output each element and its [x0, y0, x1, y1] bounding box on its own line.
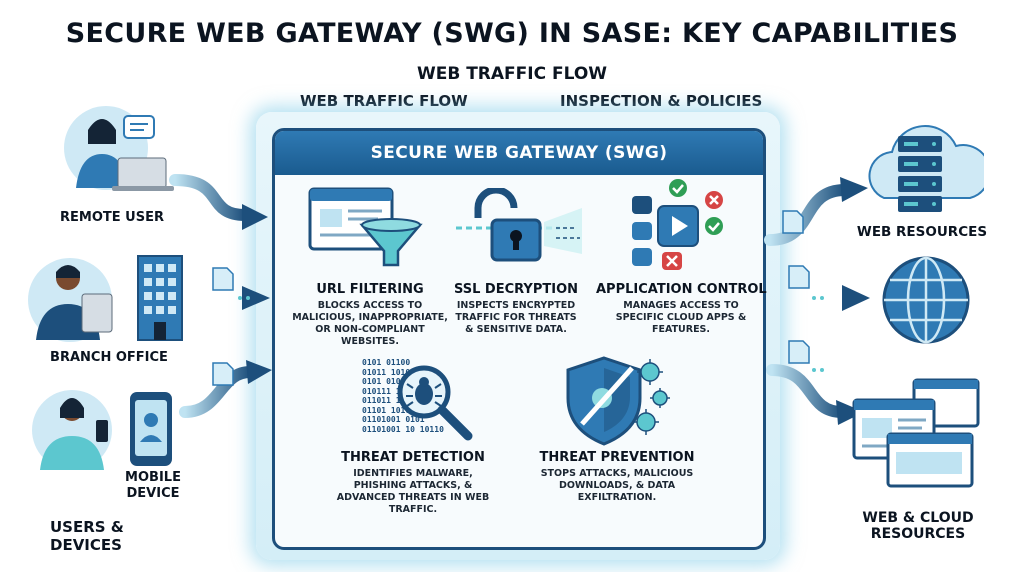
cap-title-ssl-decryption: SSL DECRYPTION — [453, 282, 579, 297]
web-resources-label: WEB RESOURCES — [856, 224, 988, 240]
binary-line: 01101001 0101 — [362, 415, 425, 424]
swg-panel-title: SECURE WEB GATEWAY (SWG) — [275, 131, 763, 175]
arrow-web-resources — [764, 184, 851, 246]
flow-label-inspection: INSPECTION & POLICIES — [560, 92, 763, 110]
flow-label-traffic: WEB TRAFFIC FLOW — [300, 92, 468, 110]
arrow-head-5 — [842, 285, 870, 311]
url-filter-icon — [308, 187, 423, 267]
remote-user-label: REMOTE USER — [60, 210, 164, 225]
arrow-head-3 — [246, 360, 272, 384]
globe-icon — [882, 256, 970, 344]
cap-title-url-filtering: URL FILTERING — [316, 282, 424, 297]
mobile-device-label: MOBILE DEVICE — [125, 470, 181, 501]
cap-title-threat-detection: THREAT DETECTION — [341, 450, 485, 465]
cap-title-threat-prevention: THREAT PREVENTION — [539, 450, 695, 465]
binary-line: 01101001 10 10110 — [362, 424, 444, 434]
cap-desc-threat-prevention: STOPS ATTACKS, MALICIOUS DOWNLOADS, & DA… — [540, 468, 694, 503]
cap-desc-application-control: MANAGES ACCESS TO SPECIFIC CLOUD APPS & … — [615, 300, 747, 335]
cap-title-application-control: APPLICATION CONTROL — [596, 282, 767, 297]
web-server-cloud-icon — [868, 125, 984, 212]
magnifier-bug-icon — [397, 365, 473, 441]
users-devices-label: USERS & DEVICES — [50, 518, 124, 554]
binary-line: 01101 10101 — [362, 405, 415, 415]
branch-office-icon — [28, 255, 183, 342]
packet-icon — [212, 210, 810, 386]
remote-user-icon — [64, 106, 174, 191]
arrow-mobile-device — [179, 366, 256, 418]
ssl-lock-icon — [456, 188, 582, 262]
shield-virus-icon — [566, 356, 670, 446]
cap-desc-threat-detection: IDENTIFIES MALWARE, PHISHING ATTACKS, & … — [336, 468, 490, 515]
binary-line: 010111 10101 — [362, 386, 420, 396]
binary-stream: 0101 01100 01011 1010001 0101 010001 010… — [362, 358, 486, 438]
arrow-head-4 — [840, 177, 868, 202]
browser-windows-icon — [852, 378, 980, 488]
branch-office-label: BRANCH OFFICE — [50, 350, 168, 365]
cap-desc-ssl-decryption: INSPECTS ENCRYPTED TRAFFIC FOR THREATS &… — [455, 300, 577, 335]
cap-desc-url-filtering: BLOCKS ACCESS TO MALICIOUS, INAPPROPRIAT… — [292, 300, 448, 347]
mobile-user-icon — [32, 390, 172, 470]
page-title: SECURE WEB GATEWAY (SWG) IN SASE: KEY CA… — [65, 18, 959, 49]
app-control-icon — [632, 179, 723, 270]
packet-dots — [238, 296, 824, 372]
web-cloud-resources-label: WEB & CLOUD RESOURCES — [862, 510, 974, 542]
binary-line: 0101 01100 — [362, 358, 411, 367]
arrow-remote-user — [169, 174, 251, 221]
arrow-head-1 — [242, 204, 268, 230]
page-subtitle: WEB TRAFFIC FLOW — [416, 64, 608, 84]
arrow-head-6 — [836, 400, 864, 425]
binary-line: 01011 1010001 — [362, 367, 425, 377]
binary-line: 0101 010001 — [362, 377, 415, 386]
arrow-cloud-resources — [766, 364, 848, 418]
arrow-head-2 — [242, 286, 270, 310]
binary-line: 011011 1010 — [362, 396, 415, 405]
